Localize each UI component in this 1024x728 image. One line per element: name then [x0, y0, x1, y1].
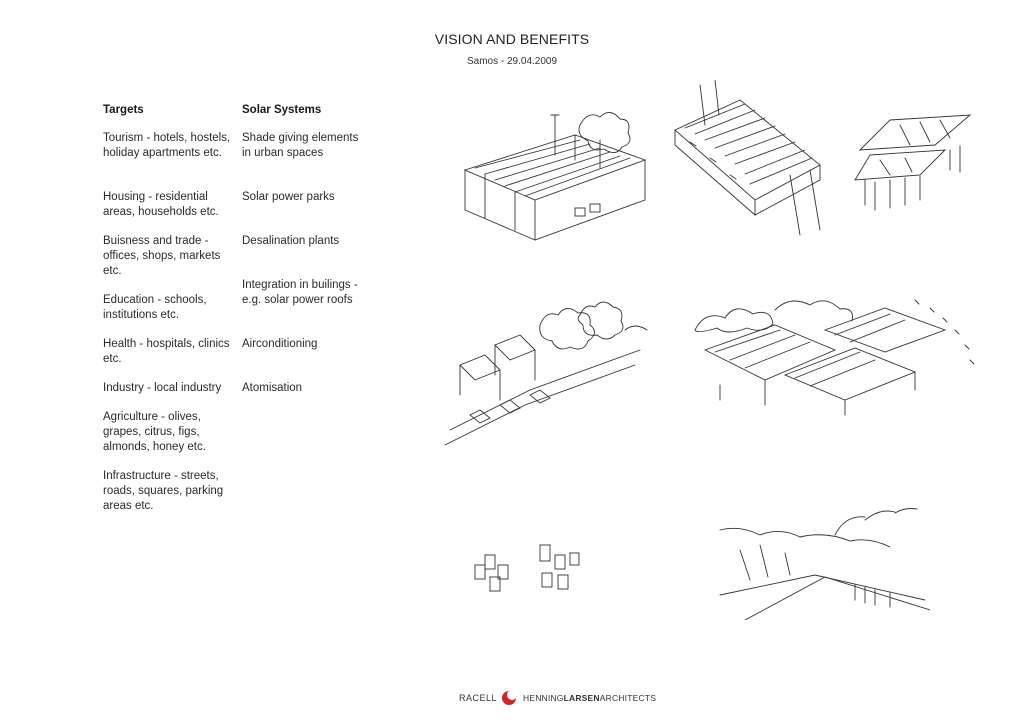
- solar-item-airconditioning: Airconditioning: [242, 338, 318, 350]
- footer: RACELL HENNINGLARSENARCHITECTS: [0, 688, 1024, 708]
- sketch-solar-roof-building: [670, 80, 835, 240]
- target-item-infrastructure: Infrastructure - streets, roads, squares…: [103, 470, 224, 512]
- solar-item-shade: Shade giving elements in urban spaces: [242, 132, 359, 159]
- sketch-small-buildings: [470, 535, 585, 600]
- hla-prefix: HENNING: [523, 693, 564, 703]
- sketch-zigzag-canopy: [850, 110, 980, 220]
- henning-larsen-brand: HENNINGLARSENARCHITECTS: [523, 693, 656, 703]
- sketch-solar-park: [685, 290, 980, 420]
- target-item-health: Health - hospitals, clinics etc.: [103, 338, 230, 365]
- page-subtitle: Samos - 29.04.2009: [466, 56, 558, 67]
- sketch-hillside-street: [715, 505, 930, 620]
- racell-brand: RACELL: [459, 693, 498, 703]
- sketch-village-trees: [440, 295, 670, 455]
- solar-systems-column: Solar Systems Shade giving elements in u…: [242, 103, 372, 394]
- target-item-agriculture: Agriculture - olives, grapes, citrus, fi…: [103, 411, 206, 453]
- target-item-housing: Housing - residential areas, households …: [103, 191, 219, 218]
- hla-suffix: ARCHITECTS: [599, 693, 657, 703]
- target-item-education: Education - schools, institutions etc.: [103, 294, 207, 321]
- target-item-business: Buisness and trade - offices, shops, mar…: [103, 235, 221, 277]
- targets-heading: Targets: [103, 104, 144, 116]
- solar-item-power-parks: Solar power parks: [242, 191, 335, 203]
- solar-item-atomisation: Atomisation: [242, 382, 303, 394]
- target-item-industry: Industry - local industry: [103, 382, 222, 394]
- sketch-shade-canopy: [455, 100, 655, 250]
- solar-item-integration: Integration in builings - e.g. solar pow…: [242, 279, 358, 306]
- targets-column: Targets Tourism - hotels, hostels, holid…: [103, 103, 233, 512]
- target-item-tourism: Tourism - hotels, hostels, holiday apart…: [103, 132, 231, 159]
- solar-systems-heading: Solar Systems: [242, 104, 322, 116]
- hla-bold: LARSEN: [563, 693, 600, 703]
- crescent-logo-icon: [500, 689, 518, 707]
- solar-item-desalination: Desalination plants: [242, 235, 340, 247]
- page-title: VISION AND BENEFITS: [434, 31, 590, 47]
